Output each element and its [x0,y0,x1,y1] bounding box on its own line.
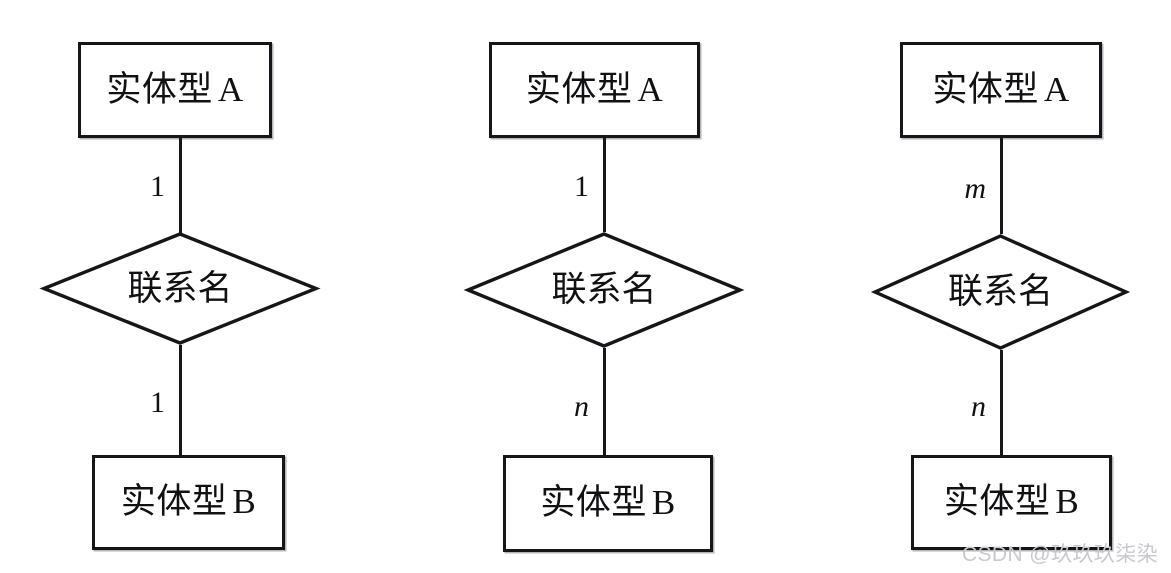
relationship-diamond: 联系名 [870,234,1131,350]
relationship-label: 联系名 [947,272,1053,311]
relationship-label: 联系名 [127,269,233,308]
relationship-diamond: 联系名 [463,232,745,348]
relationship-diamond: 联系名 [39,232,321,345]
cardinality-bottom: n [574,390,589,423]
connector-relationship-to-b [1000,350,1003,455]
cardinality-bottom: 1 [150,386,165,419]
csdn-watermark: CSDN @玖玖玖柒染 [961,543,1158,566]
connector-a-to-relationship [1000,138,1003,234]
cardinality-top: m [964,172,986,205]
connector-a-to-relationship [179,138,182,234]
cardinality-top: 1 [574,170,589,203]
relationship-label: 联系名 [551,270,657,309]
cardinality-top: 1 [150,170,165,203]
connector-relationship-to-b [603,348,606,455]
connector-relationship-to-b [179,345,182,455]
cardinality-bottom: n [971,390,986,423]
connector-a-to-relationship [603,138,606,232]
